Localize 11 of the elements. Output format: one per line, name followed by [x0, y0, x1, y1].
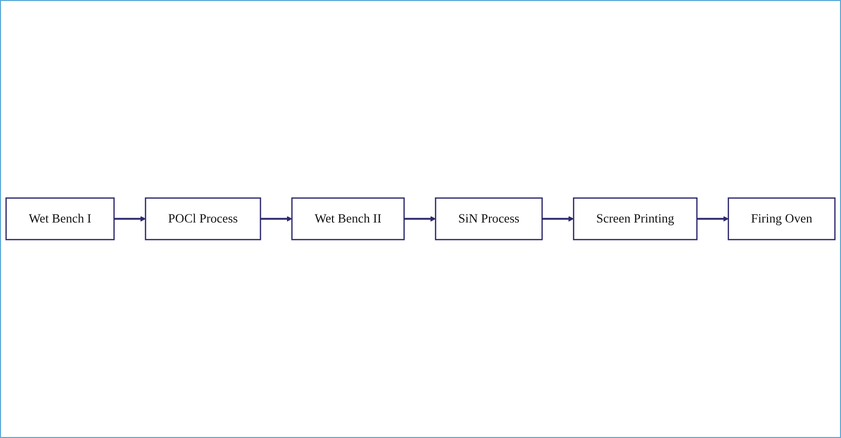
arrow — [696, 216, 729, 222]
arrow — [114, 216, 146, 222]
arrow — [260, 216, 292, 222]
arrow — [404, 216, 436, 222]
node-box: SiN Process — [434, 198, 543, 240]
node-box: Wet Bench II — [291, 198, 405, 240]
node-box: Firing Oven — [728, 198, 836, 240]
node-box: Screen Printing — [572, 198, 698, 240]
node-box: Wet Bench I — [5, 198, 115, 240]
arrow — [542, 216, 574, 222]
node-box: POCl Process — [144, 198, 262, 240]
